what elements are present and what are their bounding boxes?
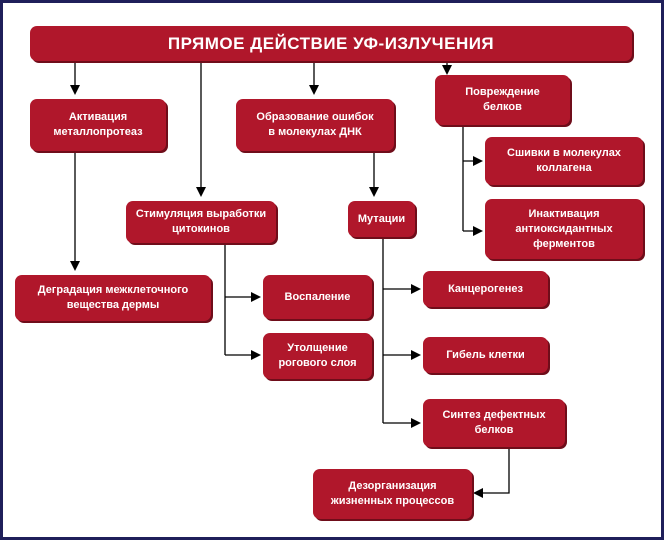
node-dna-errors: Образование ошибок в молекулах ДНК xyxy=(236,99,394,151)
node-defective-protein-synthesis: Синтез дефектных белков xyxy=(423,399,565,447)
node-collagen-crosslinks: Сшивки в молекулах коллагена xyxy=(485,137,643,185)
connector-lines xyxy=(70,61,510,498)
node-mutations: Мутации xyxy=(348,201,415,237)
arrow-defective-to-disorganization xyxy=(473,447,510,498)
node-inflammation: Воспаление xyxy=(263,275,372,319)
node-cell-death: Гибель клетки xyxy=(423,337,548,373)
node-protein-damage: Повреждение белков xyxy=(435,75,570,125)
diagram-title: ПРЯМОЕ ДЕЙСТВИЕ УФ-ИЗЛУЧЕНИЯ xyxy=(30,26,632,61)
node-carcinogenesis: Канцерогенез xyxy=(423,271,548,307)
node-life-processes-disorganization: Дезорганизация жизненных процессов xyxy=(313,469,472,519)
node-stratum-corneum-thickening: Утолщение рогового слоя xyxy=(263,333,372,379)
node-activation-metalloproteases: Активация металлопротеаз xyxy=(30,99,166,151)
node-dermis-degradation: Деградация межклеточного вещества дермы xyxy=(15,275,211,321)
node-antioxidant-inactivation: Инактивация антиоксидантных ферментов xyxy=(485,199,643,259)
node-cytokine-stimulation: Стимуляция выработки цитокинов xyxy=(126,201,276,243)
